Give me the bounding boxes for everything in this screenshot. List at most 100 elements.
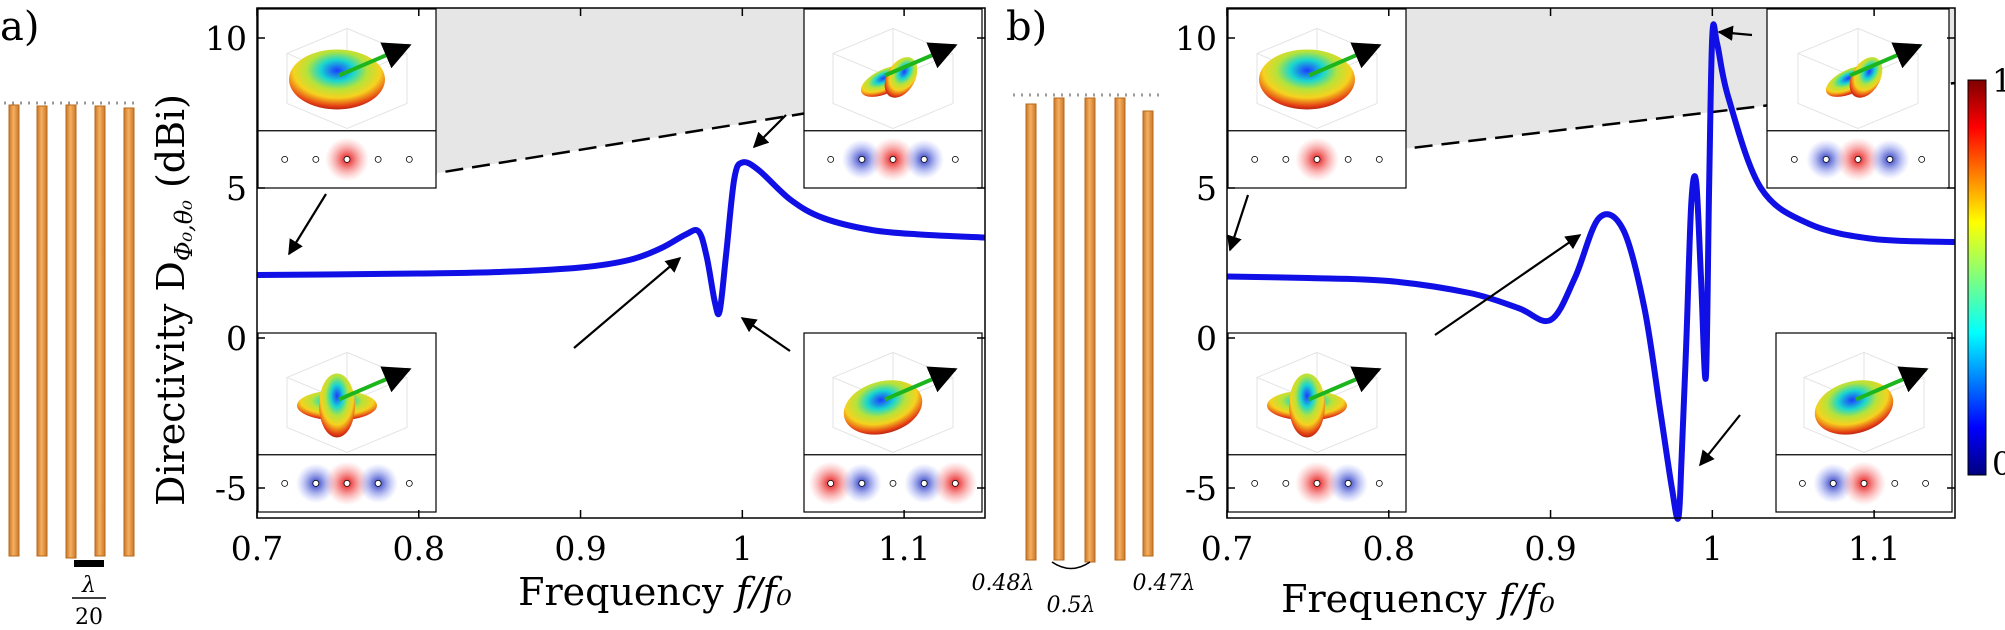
dipole-rod — [1142, 110, 1154, 557]
dipole-position-marker — [1799, 479, 1806, 487]
inset-pointer-arrow — [1434, 234, 1582, 336]
radiation-pattern-3d — [1259, 49, 1355, 110]
dipole-position-marker — [889, 479, 897, 487]
dipole-position-marker — [343, 479, 351, 487]
beam-direction-arrow — [884, 42, 958, 78]
dipole-rod — [36, 105, 48, 557]
x-tick-label: 1 — [732, 529, 753, 568]
beam-direction-arrow — [1855, 366, 1929, 402]
beam-direction-arrow — [338, 366, 412, 402]
radiation-pattern-3d — [289, 49, 385, 110]
x-tick-label: 0.7 — [1201, 529, 1253, 568]
radiation-pattern-inset — [257, 332, 437, 513]
dipole-rod — [1084, 97, 1096, 563]
radiation-pattern-inset — [803, 8, 983, 189]
dipole-rod — [1114, 97, 1126, 561]
dipole-rod — [8, 104, 20, 557]
x-tick-label: 0.8 — [1363, 529, 1415, 568]
radiation-pattern-3d — [884, 57, 918, 98]
dipole-position-marker — [858, 479, 866, 487]
inset-pointer-arrow — [1699, 414, 1741, 467]
beam-direction-arrow — [1308, 42, 1382, 78]
dipole-position-marker — [1282, 479, 1290, 487]
dipole-position-marker — [281, 479, 289, 487]
dipole-position-marker — [920, 155, 928, 163]
radiation-pattern-inset — [1227, 332, 1407, 513]
dipole-position-marker — [1344, 479, 1352, 487]
directivity-curve — [1226, 21, 1956, 522]
y-axis-label: Directivity DΦ₀,θ₀ (dBi) — [149, 94, 198, 506]
dipole-position-marker — [1251, 479, 1259, 487]
dipole-position-marker — [374, 479, 382, 487]
directivity-curve — [256, 159, 986, 318]
dipole-position-marker — [1886, 155, 1894, 163]
dipole-array-a — [4, 101, 140, 559]
panel-label-b: b) — [1006, 4, 1047, 50]
svg-text:Directivity DΦ₀,θ₀ (dBi): Directivity DΦ₀,θ₀ (dBi) — [149, 94, 198, 506]
dipole-position-marker — [920, 479, 928, 487]
dipole-position-marker — [951, 155, 959, 163]
beam-direction-arrow — [884, 366, 958, 402]
dipole-position-marker — [1829, 479, 1837, 487]
dipole-position-marker — [1790, 155, 1798, 163]
inset-pointer-arrow — [740, 317, 791, 352]
inset-pointer-arrow — [1226, 194, 1250, 252]
dipole-rod — [123, 107, 135, 557]
y-tick-label: -5 — [1185, 469, 1217, 508]
y-tick-label: 10 — [205, 19, 247, 58]
plot-frame — [256, 7, 986, 519]
dipole-position-marker — [312, 155, 320, 163]
dipole-position-marker — [1251, 155, 1259, 163]
radiation-pattern-inset — [1766, 8, 1950, 189]
dipole-position-marker — [889, 155, 897, 163]
dipole-position-marker — [1375, 479, 1383, 487]
x-axis-label-a: Frequency f/f₀ — [518, 570, 792, 614]
x-tick-label: 0.7 — [231, 529, 283, 568]
colorbar: 1 0 — [1967, 62, 2005, 483]
inset-pointer-arrow — [1717, 25, 1753, 41]
beam-direction-arrow — [1308, 366, 1382, 402]
dipole-position-marker — [1344, 155, 1352, 163]
beam-direction-arrow — [338, 42, 412, 78]
dipole-position-marker — [1282, 155, 1290, 163]
x-tick-label: 1.1 — [1848, 529, 1900, 568]
dipole-position-marker — [1313, 479, 1321, 487]
dipole-position-marker — [281, 155, 289, 163]
dipole-position-marker — [858, 155, 866, 163]
colorbar-max-label: 1 — [1992, 62, 2005, 100]
x-tick-label: 0.9 — [1524, 529, 1576, 568]
forbidden-region — [418, 8, 808, 176]
radiation-pattern-inset — [1775, 332, 1953, 513]
dipole-position-marker — [827, 479, 835, 487]
x-tick-label: 1 — [1702, 529, 1723, 568]
scale-numerator: λ — [81, 573, 96, 598]
y-tick-label: 0 — [226, 319, 247, 358]
dipole-position-marker — [1918, 155, 1926, 163]
x-axis-label-b: Frequency f/f₀ — [1281, 577, 1555, 621]
y-tick-label: 10 — [1175, 19, 1217, 58]
dipole-position-marker — [312, 479, 320, 487]
panel-label-a: a) — [0, 4, 39, 50]
y-tick-label: 5 — [1196, 169, 1217, 208]
right-spacing-label: 0.47λ — [1133, 571, 1196, 596]
dipole-array-b — [1013, 93, 1160, 563]
dipole-position-marker — [1891, 479, 1899, 487]
dipole-rod — [65, 104, 77, 559]
y-tick-label: 5 — [226, 169, 247, 208]
directivity-bound-line — [418, 111, 808, 178]
dipole-position-marker — [827, 155, 835, 163]
scale-denominator: 20 — [75, 605, 103, 630]
beam-direction-arrow — [1849, 42, 1923, 78]
radiation-pattern-3d — [1849, 57, 1883, 98]
dipole-position-marker — [405, 479, 413, 487]
radiation-pattern-3d — [319, 373, 355, 438]
radiation-pattern-inset — [257, 8, 437, 189]
x-tick-label: 1.1 — [878, 529, 930, 568]
x-tick-label: 0.8 — [393, 529, 445, 568]
inset-pointer-arrow — [288, 193, 327, 256]
colorbar-min-label: 0 — [1992, 445, 2005, 483]
dipole-position-marker — [405, 155, 413, 163]
